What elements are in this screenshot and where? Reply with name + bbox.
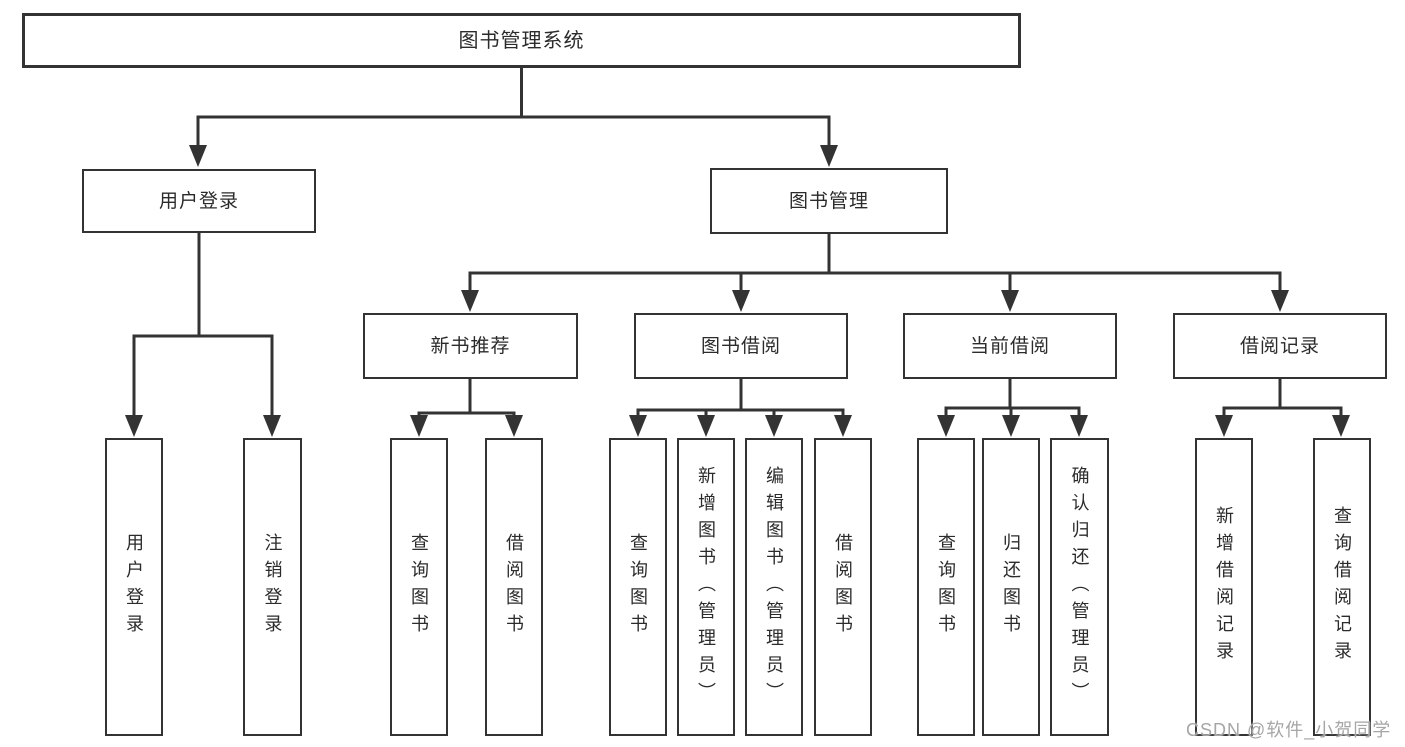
- node-library-management-system: 图书管理系统: [22, 13, 1021, 68]
- arrowhead-down-icon: [937, 415, 955, 437]
- connector-arrowhead-group: [125, 145, 1350, 437]
- arrowhead-down-icon: [697, 415, 715, 437]
- arrowhead-down-icon: [125, 415, 143, 437]
- csdn-watermark: CSDN @软件_小贺同学: [1186, 720, 1392, 740]
- arrowhead-down-icon: [629, 415, 647, 437]
- leaf-query-books-current: 查询图书: [917, 438, 975, 736]
- arrowhead-down-icon: [765, 415, 783, 437]
- leaf-edit-books-admin: 编辑图书（管理员）: [745, 438, 803, 736]
- leaf-query-books-recommend: 查询图书: [390, 438, 448, 736]
- leaf-add-borrow-record: 新增借阅记录: [1195, 438, 1253, 736]
- leaf-return-books: 归还图书: [982, 438, 1040, 736]
- arrowhead-down-icon: [1271, 290, 1289, 312]
- arrowhead-down-icon: [732, 290, 750, 312]
- node-borrowing-records: 借阅记录: [1173, 313, 1387, 379]
- connector-wire: [132, 233, 274, 417]
- leaf-logout: 注销登录: [243, 438, 302, 736]
- arrowhead-down-icon: [1070, 415, 1088, 437]
- leaf-borrow-books: 借阅图书: [814, 438, 872, 736]
- leaf-borrow-books-recommend: 借阅图书: [485, 438, 543, 736]
- arrowhead-down-icon: [410, 415, 428, 437]
- connector-wire: [944, 379, 1081, 416]
- arrowhead-down-icon: [1332, 415, 1350, 437]
- node-current-borrowing: 当前借阅: [903, 313, 1117, 379]
- connector-wire: [1222, 379, 1343, 416]
- leaf-add-books-admin: 新增图书（管理员）: [677, 438, 735, 736]
- arrowhead-down-icon: [1001, 290, 1019, 312]
- arrowhead-down-icon: [461, 290, 479, 312]
- arrowhead-down-icon: [505, 415, 523, 437]
- arrowhead-down-icon: [1215, 415, 1233, 437]
- arrowhead-down-icon: [820, 145, 838, 167]
- leaf-confirm-return-admin: 确认归还（管理员）: [1050, 438, 1109, 736]
- arrowhead-down-icon: [1002, 415, 1020, 437]
- arrowhead-down-icon: [263, 415, 281, 437]
- arrowhead-down-icon: [189, 145, 207, 167]
- node-book-borrowing: 图书借阅: [634, 313, 848, 379]
- node-book-management: 图书管理: [710, 168, 948, 234]
- connector-wire: [468, 234, 1282, 292]
- connector-wire: [417, 379, 516, 417]
- connector-wire: [636, 379, 845, 416]
- node-new-book-recommendation: 新书推荐: [363, 313, 578, 379]
- leaf-query-books-borrowing: 查询图书: [609, 438, 667, 736]
- leaf-user-login: 用户登录: [105, 438, 163, 736]
- leaf-query-borrow-record: 查询借阅记录: [1313, 438, 1371, 736]
- connector-wire: [196, 68, 831, 147]
- arrowhead-down-icon: [834, 415, 852, 437]
- node-user-login: 用户登录: [82, 169, 316, 233]
- connector-wire-group: [132, 68, 1343, 417]
